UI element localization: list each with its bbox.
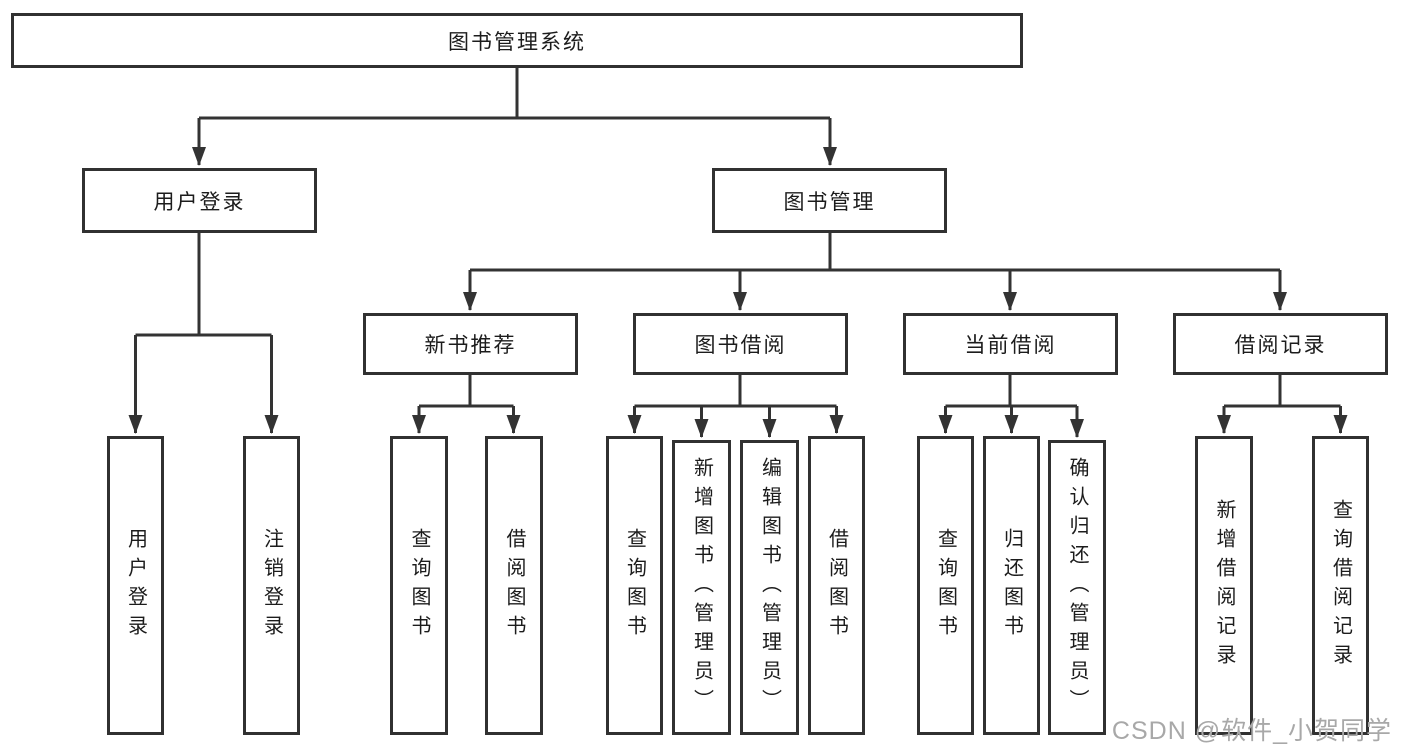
leaf-return-book-label: 归还图书 [1000, 527, 1023, 644]
node-new-book-recommend: 新书推荐 [363, 313, 578, 375]
leaf-query-books-3: 查询图书 [917, 436, 974, 735]
node-user-login-label: 用户登录 [153, 190, 246, 214]
leaf-borrow-books-2: 借阅图书 [808, 436, 865, 735]
node-book-management: 图书管理 [712, 168, 947, 233]
leaf-query-books-2: 查询图书 [606, 436, 663, 735]
leaf-user-login: 用户登录 [107, 436, 164, 735]
leaf-edit-book-admin-label: 编辑图书（管理员） [758, 457, 781, 718]
node-borrowing-records: 借阅记录 [1173, 313, 1388, 375]
leaf-user-login-label: 用户登录 [124, 527, 147, 644]
leaf-query-books-1-label: 查询图书 [408, 527, 430, 644]
leaf-confirm-return-admin: 确认归还（管理员） [1048, 440, 1106, 735]
node-new-book-recommend-label: 新书推荐 [424, 334, 517, 357]
leaf-borrow-books-1: 借阅图书 [485, 436, 543, 735]
leaf-borrow-books-1-label: 借阅图书 [503, 527, 525, 644]
leaf-query-borrow-record: 查询借阅记录 [1312, 436, 1369, 735]
leaf-query-books-1: 查询图书 [390, 436, 448, 735]
node-current-borrowing: 当前借阅 [903, 313, 1118, 375]
leaf-logout: 注销登录 [243, 436, 300, 735]
node-borrowing-records-label: 借阅记录 [1234, 334, 1327, 357]
leaf-add-borrow-record-label: 新增借阅记录 [1213, 498, 1235, 673]
node-user-login: 用户登录 [82, 168, 317, 233]
node-root-label: 图书管理系统 [448, 30, 586, 54]
leaf-borrow-books-2-label: 借阅图书 [825, 527, 848, 644]
leaf-query-borrow-record-label: 查询借阅记录 [1329, 498, 1352, 673]
leaf-query-books-3-label: 查询图书 [934, 527, 957, 644]
node-book-borrowing: 图书借阅 [633, 313, 848, 375]
node-book-management-label: 图书管理 [783, 190, 876, 214]
leaf-add-book-admin-label: 新增图书（管理员） [690, 457, 713, 718]
leaf-logout-label: 注销登录 [260, 527, 283, 644]
leaf-edit-book-admin: 编辑图书（管理员） [740, 440, 799, 735]
leaf-return-book: 归还图书 [983, 436, 1040, 735]
node-book-borrowing-label: 图书借阅 [694, 334, 787, 357]
csdn-watermark: CSDN @软件_小贺同学 [1111, 717, 1392, 745]
leaf-confirm-return-admin-label: 确认归还（管理员） [1066, 457, 1088, 718]
node-current-borrowing-label: 当前借阅 [964, 334, 1057, 357]
leaf-query-books-2-label: 查询图书 [623, 527, 646, 644]
leaf-add-borrow-record: 新增借阅记录 [1195, 436, 1253, 735]
leaf-add-book-admin: 新增图书（管理员） [672, 440, 731, 735]
node-root: 图书管理系统 [11, 13, 1023, 68]
